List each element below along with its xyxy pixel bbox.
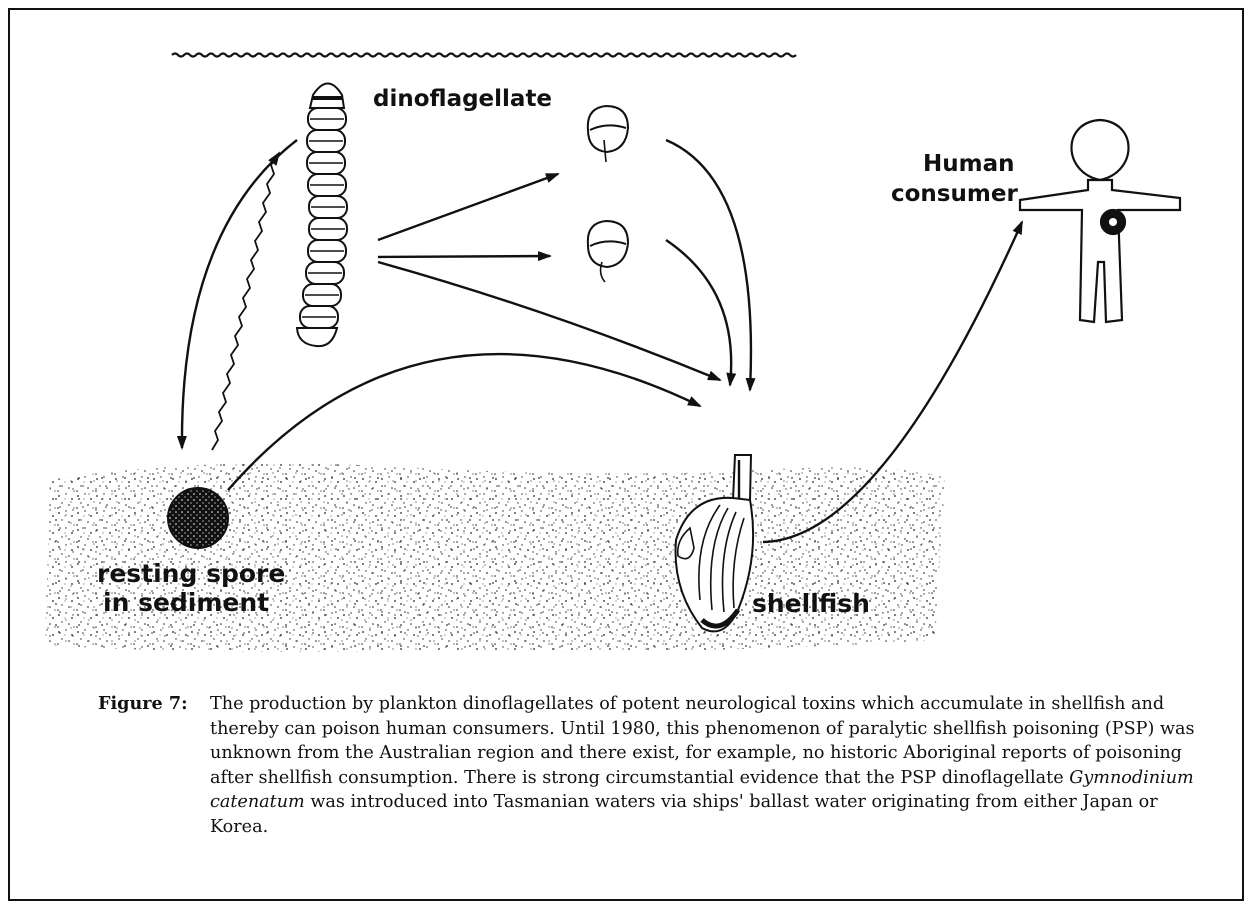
- arrow-cell-2-to-shellfish: [665, 239, 737, 387]
- arrow-chain-to-spore: [176, 139, 298, 450]
- human-consumer-icon: [1018, 118, 1182, 324]
- arrow-shellfish-to-human: [762, 220, 1024, 544]
- resting-spore-icon: [167, 487, 229, 549]
- label-in-sediment: in sediment: [103, 588, 270, 617]
- sediment-area: [45, 463, 945, 652]
- arrow-chain-to-cell-1: [377, 172, 560, 242]
- caption-species-name: Gymnodinium catenatum: [210, 767, 1194, 813]
- label-resting-spore: resting spore: [97, 559, 286, 588]
- caption-text-part-1: The production by plankton dinoflagellat…: [210, 694, 1195, 788]
- arrow-cell-1-to-shellfish: [665, 138, 756, 392]
- arrow-chain-to-shellfish: [377, 260, 722, 382]
- shellfish-icon: [674, 454, 755, 633]
- dinoflagellate-cell-icon: [586, 104, 630, 163]
- label-dinoflagellate: dinoflagellate: [373, 86, 553, 112]
- dinoflagellate-chain-icon: [295, 82, 348, 348]
- wavy-arrow-spore-to-chain: [211, 151, 281, 451]
- label-human: Human: [923, 151, 1015, 177]
- arrow-spore-to-shellfish: [227, 352, 702, 491]
- arrow-chain-to-cell-2: [377, 251, 552, 262]
- caption-text-part-2: was introduced into Tasmanian waters via…: [210, 792, 1158, 837]
- water-surface-line: [171, 52, 797, 58]
- dinoflagellate-cell-icon: [586, 219, 630, 283]
- caption-text: The production by plankton dinoflagellat…: [210, 692, 1215, 840]
- label-shellfish: shellfish: [752, 589, 870, 618]
- figure-frame: [8, 8, 1244, 901]
- figure-number: Figure 7:: [98, 693, 188, 714]
- label-consumer: consumer: [891, 181, 1018, 207]
